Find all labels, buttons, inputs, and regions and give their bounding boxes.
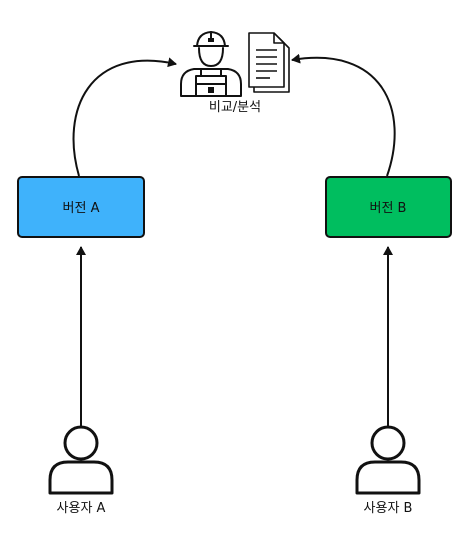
- version-a-label: 버전 A: [63, 201, 100, 216]
- arrow-version-a-to-analyst: [72, 57, 177, 177]
- user-a-icon: [48, 425, 114, 495]
- version-b-box: 버전 B: [325, 176, 452, 238]
- version-a-rect: [17, 176, 145, 238]
- arrow-version-b-to-analyst: [291, 53, 396, 177]
- analyst-label: 비교/분석: [209, 100, 261, 115]
- user-b-icon: [355, 425, 421, 495]
- version-b-rect: [325, 176, 452, 238]
- worker-icon: [180, 31, 242, 97]
- document-icon: [248, 32, 290, 93]
- user-b-label: 사용자 B: [364, 501, 413, 516]
- user-a-label: 사용자 A: [57, 501, 106, 516]
- version-b-label: 버전 B: [370, 201, 407, 216]
- version-a-box: 버전 A: [17, 176, 145, 238]
